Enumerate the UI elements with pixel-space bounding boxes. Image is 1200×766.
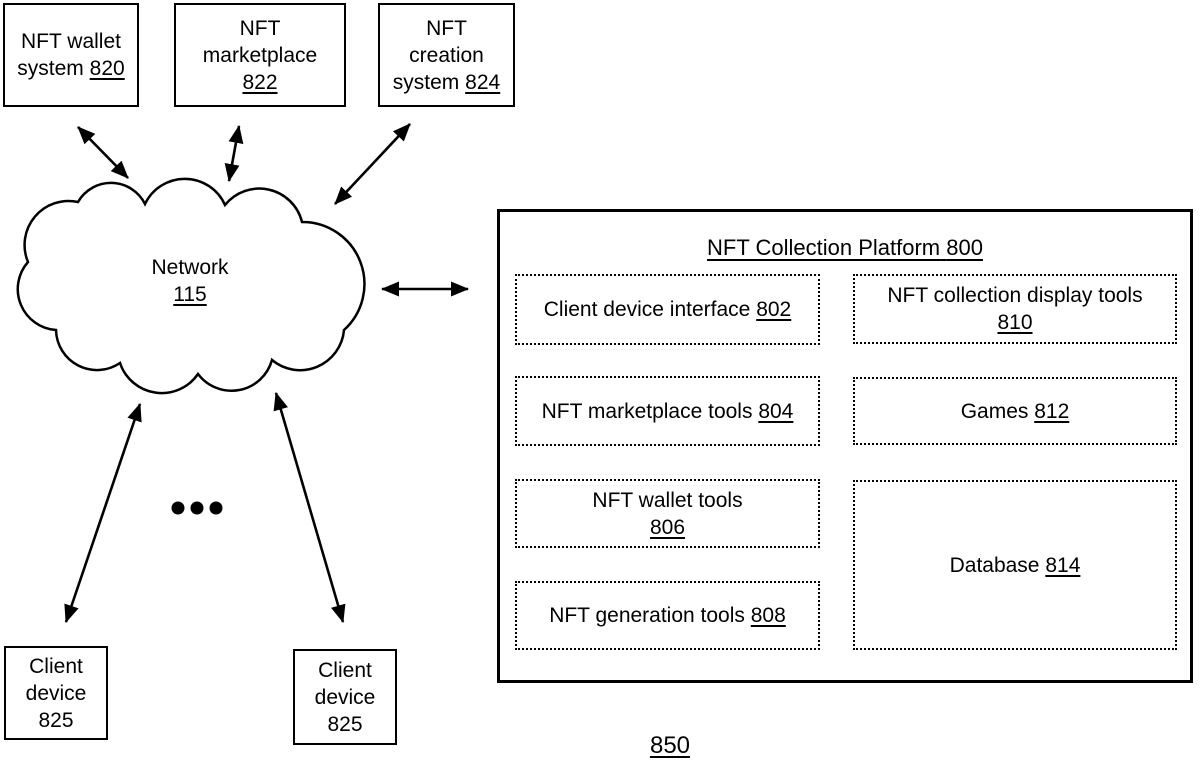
arrow-network-client-right — [273, 392, 346, 623]
box-label-line: Client device interface 802 — [544, 296, 792, 323]
ref-number: 800 — [946, 235, 983, 260]
client-device-box-right: Client device 825 — [293, 649, 397, 745]
nft-marketplace-box: NFT marketplace 822 — [174, 3, 346, 107]
ref-number: 850 — [649, 732, 691, 759]
box-label-line: 806 — [650, 514, 685, 541]
label-text: NFT marketplace tools — [541, 399, 753, 423]
arrow-marketplace-network — [224, 125, 244, 182]
box-label-line: 822 — [242, 69, 277, 96]
label-text: system — [392, 70, 460, 94]
ref-number: 810 — [997, 311, 1033, 334]
label-text: NFT Collection Platform — [707, 235, 941, 260]
network-name: Network — [151, 256, 229, 279]
box-label-line: device — [315, 684, 376, 711]
box-label-line: system 820 — [17, 55, 124, 82]
ref-number: 808 — [750, 604, 786, 627]
label-text: Database — [949, 553, 1040, 577]
module-nft-marketplace-tools: NFT marketplace tools 804 — [515, 376, 820, 446]
ref-number: 824 — [465, 70, 501, 94]
arrow-network-client-left — [64, 403, 142, 623]
nft-wallet-system-box: NFT wallet system 820 — [3, 3, 139, 107]
label-text: NFT — [426, 16, 467, 40]
network-cloud-shape — [16, 177, 366, 395]
ref-number: 802 — [756, 298, 792, 321]
label-text: Client device interface — [543, 298, 751, 321]
label-text: NFT collection display tools — [887, 284, 1143, 307]
box-label-line: system 824 — [393, 69, 500, 96]
box-label-line: Client — [318, 657, 372, 684]
ref-number: 814 — [1045, 553, 1081, 577]
figure-ref-label: 850 — [625, 732, 715, 760]
client-device-box-left: Client device 825 — [4, 646, 108, 740]
box-label-line: Client — [29, 653, 83, 680]
ref-number: 825 — [327, 712, 363, 736]
box-label-line: 825 — [38, 707, 73, 734]
module-nft-generation-tools: NFT generation tools 808 — [515, 581, 820, 650]
box-label-line: Database 814 — [950, 552, 1081, 579]
label-text: NFT generation tools — [549, 604, 745, 627]
ref-number: 812 — [1034, 399, 1070, 423]
label-text: NFT wallet tools — [592, 488, 743, 512]
label-text: creation — [409, 43, 484, 67]
label-text: device — [25, 681, 87, 705]
ref-number: 820 — [89, 57, 125, 80]
platform-title-text: NFT Collection Platform 800 — [707, 235, 983, 260]
ref-number: 115 — [173, 283, 207, 306]
module-nft-collection-display-tools: NFT collection display tools 810 — [853, 274, 1177, 344]
box-label-line: NFT — [240, 15, 281, 42]
box-label-line: 825 — [327, 711, 362, 738]
label-text: marketplace — [202, 43, 318, 67]
box-label-line: NFT wallet — [21, 28, 121, 55]
label-text: system — [17, 57, 84, 80]
label-text: Client — [29, 654, 83, 678]
box-label-line: NFT marketplace tools 804 — [542, 398, 794, 425]
module-games: Games 812 — [853, 377, 1177, 445]
platform-title: NFT Collection Platform 800 — [500, 235, 1190, 261]
nft-creation-system-box: NFT creation system 824 — [378, 3, 515, 107]
box-label-line: NFT — [426, 15, 467, 42]
box-label-line: 810 — [997, 309, 1032, 336]
arrow-creation-network — [334, 123, 411, 205]
box-label-line: marketplace — [203, 42, 317, 69]
box-label-line: device — [26, 680, 87, 707]
label-text: NFT wallet — [21, 30, 121, 53]
arrow-wallet-network — [77, 126, 129, 179]
box-label-line: creation — [409, 42, 484, 69]
ref-number: 825 — [38, 708, 74, 732]
network-cloud-label: Network 115 — [105, 254, 275, 308]
box-label-line: NFT wallet tools — [592, 487, 742, 514]
ref-number: 822 — [242, 70, 278, 94]
module-database: Database 814 — [853, 480, 1177, 650]
label-text: Games — [960, 399, 1029, 423]
label-text: NFT — [239, 16, 281, 40]
label-text: device — [314, 685, 376, 709]
box-label-line: NFT collection display tools — [887, 282, 1142, 309]
ref-number: 804 — [758, 399, 794, 423]
ref-number: 806 — [649, 515, 686, 539]
ellipsis-dots — [171, 501, 223, 515]
module-nft-wallet-tools: NFT wallet tools 806 — [515, 479, 820, 548]
label-text: Client — [318, 658, 372, 682]
box-label-line: Games 812 — [961, 398, 1070, 425]
box-label-line: NFT generation tools 808 — [549, 602, 786, 629]
module-client-device-interface: Client device interface 802 — [515, 274, 820, 345]
